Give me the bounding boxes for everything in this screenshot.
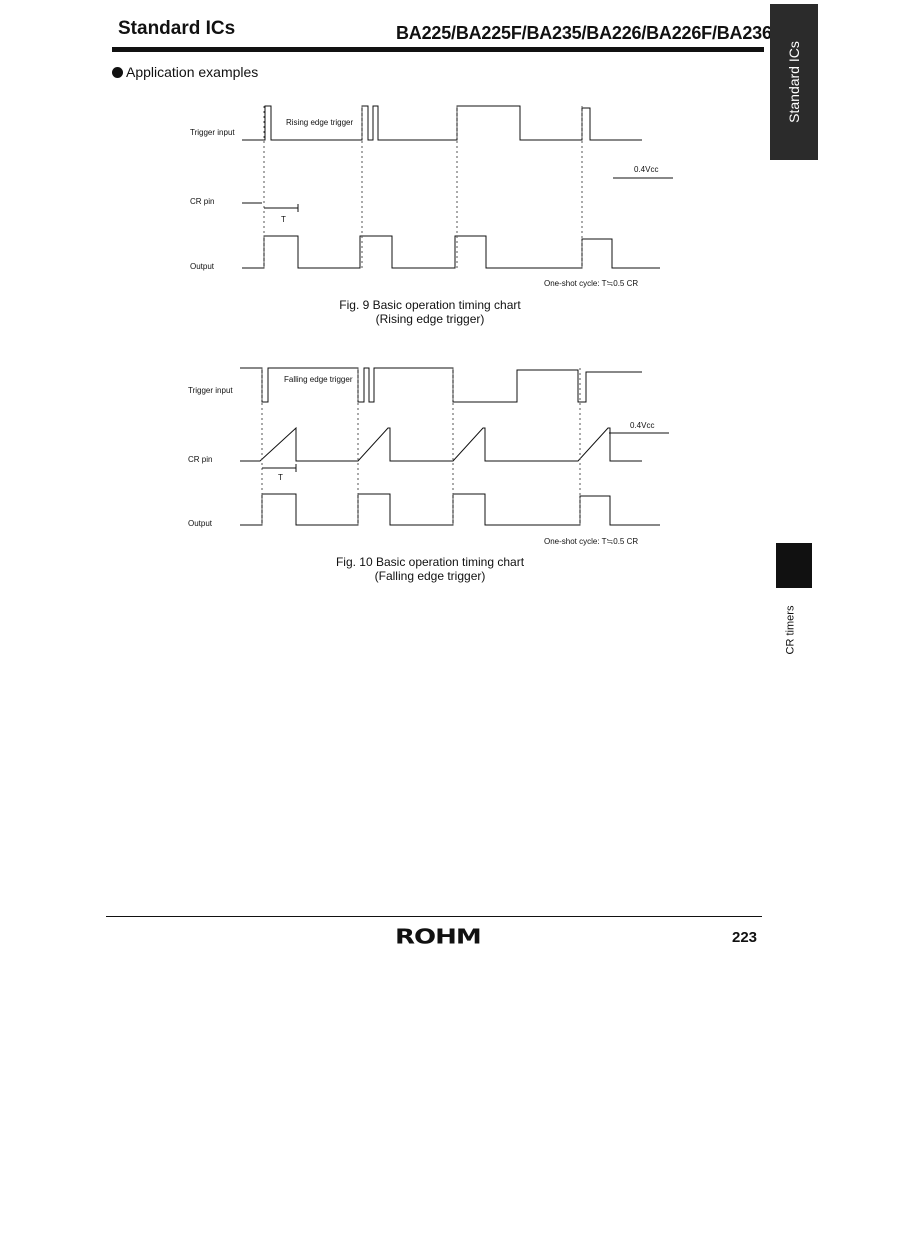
- figure-10-caption: Fig. 10 Basic operation timing chart (Fa…: [300, 555, 560, 583]
- cr-label: CR pin: [190, 197, 214, 206]
- section-title: Application examples: [112, 64, 258, 80]
- footer-rule: [106, 916, 762, 917]
- vcc-label: 0.4Vcc: [634, 165, 658, 174]
- cycle-note: One-shot cycle: T≒0.5 CR: [544, 279, 638, 288]
- output-label: Output: [190, 262, 215, 271]
- output-waveform: [242, 235, 660, 269]
- side-tab-label: Standard ICs: [786, 41, 802, 123]
- caption-subtitle: (Falling edge trigger): [374, 569, 486, 583]
- trigger-label: Trigger input: [190, 128, 235, 137]
- section-title-text: Application examples: [126, 64, 259, 80]
- edge-annotation: Rising edge trigger: [286, 118, 353, 127]
- cycle-note: One-shot cycle: T≒0.5 CR: [544, 537, 638, 546]
- figure-9-caption: Fig. 9 Basic operation timing chart (Ris…: [300, 298, 560, 326]
- bullet-icon: [112, 67, 123, 78]
- period-label: T: [281, 215, 286, 224]
- cr-waveform: [240, 426, 642, 462]
- caption-title: Fig. 9 Basic operation timing chart: [339, 298, 521, 312]
- vcc-label: 0.4Vcc: [630, 421, 654, 430]
- caption-subtitle: (Rising edge trigger): [375, 312, 485, 326]
- output-waveform: [240, 493, 660, 526]
- timing-chart-rising: Trigger input CR pin Output Rising edge …: [190, 105, 673, 288]
- section-marker-block: [776, 543, 812, 588]
- header-category: Standard ICs: [118, 18, 236, 39]
- page-number: 223: [732, 929, 758, 946]
- period-label: T: [278, 473, 283, 482]
- trigger-label: Trigger input: [188, 386, 233, 395]
- trigger-waveform: [240, 367, 642, 403]
- edge-annotation: Falling edge trigger: [284, 375, 353, 384]
- trigger-waveform: [242, 105, 642, 141]
- side-tab: Standard ICs: [770, 4, 818, 160]
- header-part-numbers: BA225/BA225F/BA235/BA226/BA226F/BA236: [396, 23, 772, 43]
- output-label: Output: [188, 519, 213, 528]
- timing-chart-falling: Trigger input CR pin Output Falling edge…: [188, 367, 669, 546]
- header-rule: [112, 47, 764, 52]
- caption-title: Fig. 10 Basic operation timing chart: [335, 555, 525, 569]
- rohm-logo: ROHM: [395, 925, 482, 949]
- side-section-label: CR timers: [784, 605, 797, 655]
- cr-label: CR pin: [188, 455, 212, 464]
